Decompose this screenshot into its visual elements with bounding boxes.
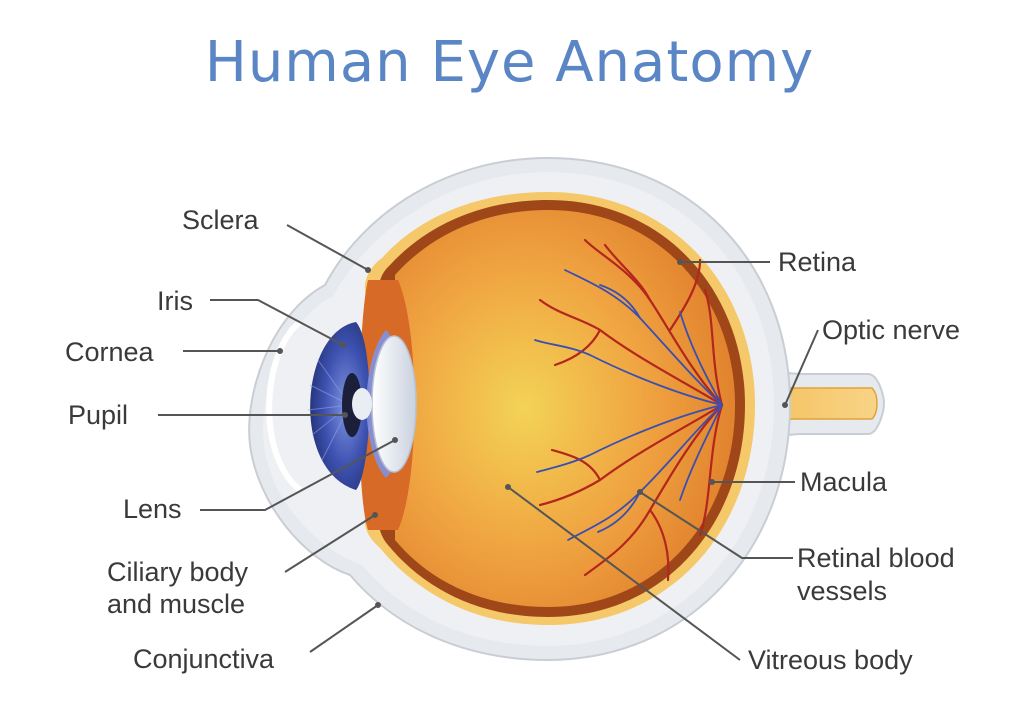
pupil-shape xyxy=(342,373,362,437)
label-pupil: Pupil xyxy=(68,400,128,430)
diagram-title: Human Eye Anatomy xyxy=(204,30,815,95)
label-lens: Lens xyxy=(123,494,182,524)
label-ciliary-line1: Ciliary body xyxy=(107,557,249,587)
cornea-shape xyxy=(266,319,302,493)
label-iris: Iris xyxy=(157,286,193,316)
part-labels: Sclera Iris Cornea Pupil Lens Ciliary bo… xyxy=(65,205,960,675)
label-macula: Macula xyxy=(800,467,888,497)
label-cornea: Cornea xyxy=(65,337,155,367)
eyeball-interior xyxy=(359,192,755,625)
iris-shape xyxy=(307,322,370,490)
leader-lines xyxy=(158,224,819,661)
label-vitreous: Vitreous body xyxy=(748,645,913,675)
label-conjunctiva: Conjunctiva xyxy=(133,644,275,674)
label-optic-nerve: Optic nerve xyxy=(822,315,960,345)
label-vessels-line2: vessels xyxy=(797,576,887,606)
label-retina: Retina xyxy=(778,247,857,277)
label-ciliary-line2: and muscle xyxy=(107,589,245,619)
label-sclera: Sclera xyxy=(182,205,260,235)
label-vessels-line1: Retinal blood xyxy=(797,543,955,573)
retinal-vessels-shape xyxy=(534,238,724,582)
